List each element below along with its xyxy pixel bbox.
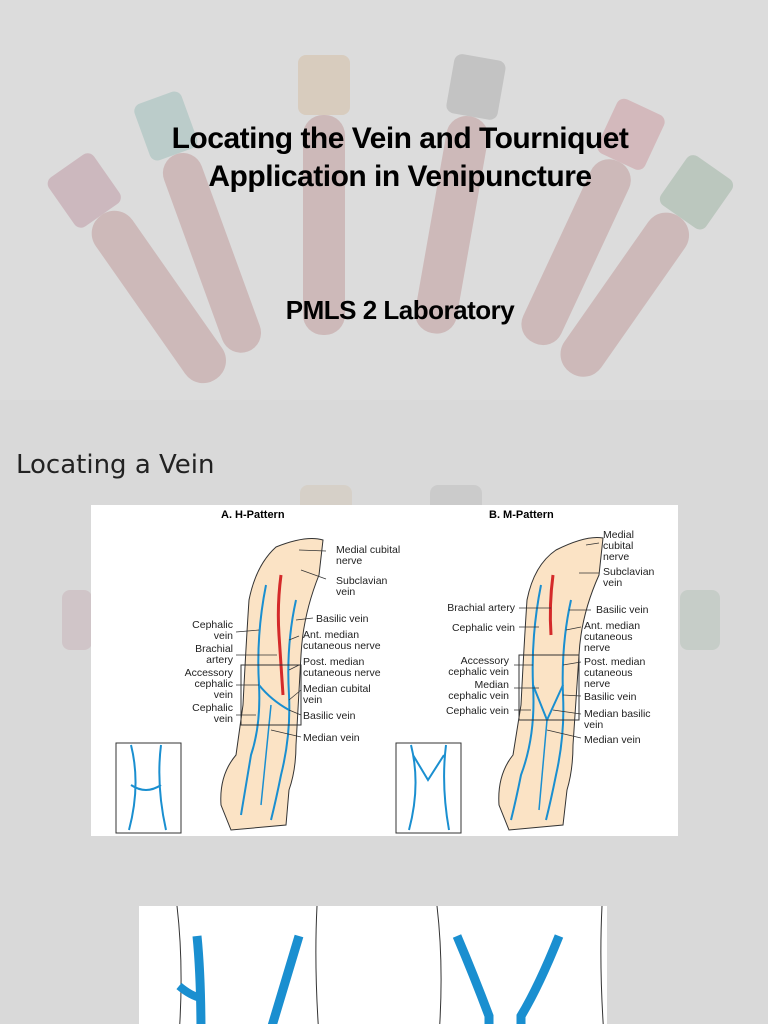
diagram-label: cubital (603, 540, 633, 552)
basilic-vein-a (270, 599, 297, 821)
diagram-label: vein (584, 719, 603, 731)
diagram-label: Subclavian (603, 566, 655, 578)
diagram-label: cephalic vein (448, 690, 509, 702)
vein-left-3 (176, 982, 202, 1002)
diagram-label: vein (214, 713, 233, 725)
diagram-label: vein (303, 694, 322, 706)
inset-a (115, 742, 182, 834)
diagram-label: Cephalic (192, 619, 233, 631)
diagram-label: cutaneous nerve (303, 667, 381, 679)
diagram-label: vein (214, 689, 233, 701)
diagram-label: nerve (584, 678, 610, 690)
h-pattern-panel: A. H-Pattern (115, 509, 400, 834)
vein-left-2 (267, 934, 304, 1024)
diagram-label: Medial (603, 529, 634, 541)
diagram-label: Median basilic (584, 708, 651, 720)
median-vein-a (260, 704, 272, 806)
arm-b-outline (498, 537, 604, 831)
inset-b (395, 742, 462, 834)
diagram-label: Subclavian (336, 575, 388, 587)
diagram-label: artery (206, 654, 234, 666)
diagram-label: cephalic (194, 678, 233, 690)
diagram-label: Accessory (185, 667, 234, 679)
vein-left-1 (192, 935, 206, 1024)
content-slide: Locating a Vein A. H-Pattern (0, 400, 768, 1024)
arm-a-outline (220, 538, 324, 831)
diagram-label: cutaneous nerve (303, 640, 381, 652)
diagram-label: Brachial artery (447, 602, 515, 614)
brachial-artery-b (548, 574, 555, 636)
diagram-label: Medial cubital (336, 544, 400, 556)
diagram-label: Post. median (303, 656, 364, 668)
diagram-label: cutaneous (584, 667, 632, 679)
section-heading: Locating a Vein (16, 450, 215, 480)
diagram-label: cephalic vein (448, 666, 509, 678)
diagram-label: Basilic vein (303, 710, 356, 722)
diagram-label: Median cubital (303, 683, 371, 695)
vein-pattern-figure: A. H-Pattern (91, 505, 678, 836)
brachial-artery-a (276, 574, 285, 696)
diagram-label: vein (336, 586, 355, 598)
diagram-label: Median vein (584, 734, 641, 746)
diagram-label: Cephalic vein (452, 622, 515, 634)
title-line-2: Application in Venipuncture (208, 160, 592, 193)
diagram-label: Basilic vein (316, 613, 369, 625)
panel-b-title: B. M-Pattern (489, 509, 554, 521)
diagram-label: Cephalic vein (446, 705, 509, 717)
diagram-label: Basilic vein (584, 691, 637, 703)
diagram-label: Basilic vein (596, 604, 649, 616)
diagram-label: Post. median (584, 656, 645, 668)
cephalic-vein-b (510, 584, 542, 821)
cephalic-vein-a (240, 584, 267, 816)
diagram-label: Ant. median (584, 620, 640, 632)
blood-tubes-background (47, 54, 734, 384)
vein-right-2 (516, 934, 564, 1024)
vein-diagram-partial (139, 905, 607, 1024)
diagram-label: Cephalic (192, 702, 233, 714)
diagram-label: Median vein (303, 732, 360, 744)
basilic-vein-b (545, 599, 572, 821)
diagram-label: nerve (603, 551, 629, 563)
panel-a-title: A. H-Pattern (221, 509, 285, 521)
diagram-label: Brachial (195, 643, 233, 655)
m-pattern-panel: B. M-Pattern (395, 509, 655, 834)
diagram-label: vein (214, 630, 233, 642)
diagram-label: Ant. median (303, 629, 359, 641)
diagram-label: nerve (336, 555, 362, 567)
diagram-label: vein (603, 577, 622, 589)
title-slide: Locating the Vein and Tourniquet Applica… (0, 0, 768, 400)
diagram-label: Accessory (461, 655, 510, 667)
slide-title: Locating the Vein and Tourniquet Applica… (0, 120, 768, 196)
diagram-label: Median (475, 679, 510, 691)
vein-right-1 (452, 934, 494, 1024)
slide-subtitle: PMLS 2 Laboratory (285, 295, 515, 325)
diagram-label: nerve (584, 642, 610, 654)
title-line-1: Locating the Vein and Tourniquet (171, 122, 629, 155)
diagram-label: cutaneous (584, 631, 632, 643)
median-cubital-vein-a (258, 684, 290, 711)
